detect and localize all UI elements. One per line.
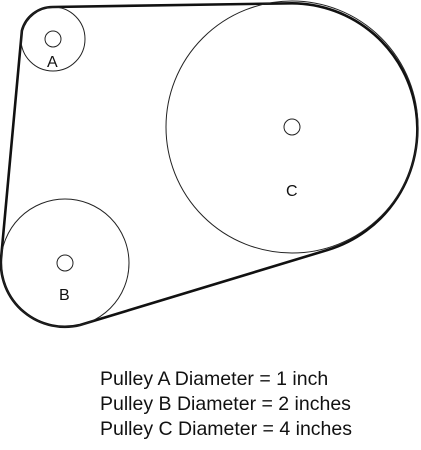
pulley-a-label: A	[47, 54, 58, 71]
pulley-c-rim	[165, 0, 419, 254]
diameter-legend: Pulley A Diameter = 1 inch Pulley B Diam…	[100, 367, 410, 442]
pulley-a-hub	[44, 30, 62, 48]
pulley-c: C	[165, 0, 419, 254]
drive-belt	[0, 1, 419, 329]
pulley-c-hub	[283, 118, 301, 136]
legend-line-pulley-b: Pulley B Diameter = 2 inches	[100, 393, 351, 415]
legend-line-pulley-a: Pulley A Diameter = 1 inch	[100, 368, 329, 390]
pulley-c-label: C	[286, 183, 298, 200]
pulley-b-hub	[56, 254, 74, 272]
pulley-a: A	[20, 6, 86, 72]
pulley-b-rim	[0, 198, 130, 328]
pulley-b: B	[0, 198, 130, 328]
pulley-b-label: B	[59, 287, 70, 304]
pulley-a-rim	[20, 6, 86, 72]
legend-line-pulley-c: Pulley C Diameter = 4 inches	[100, 418, 352, 440]
